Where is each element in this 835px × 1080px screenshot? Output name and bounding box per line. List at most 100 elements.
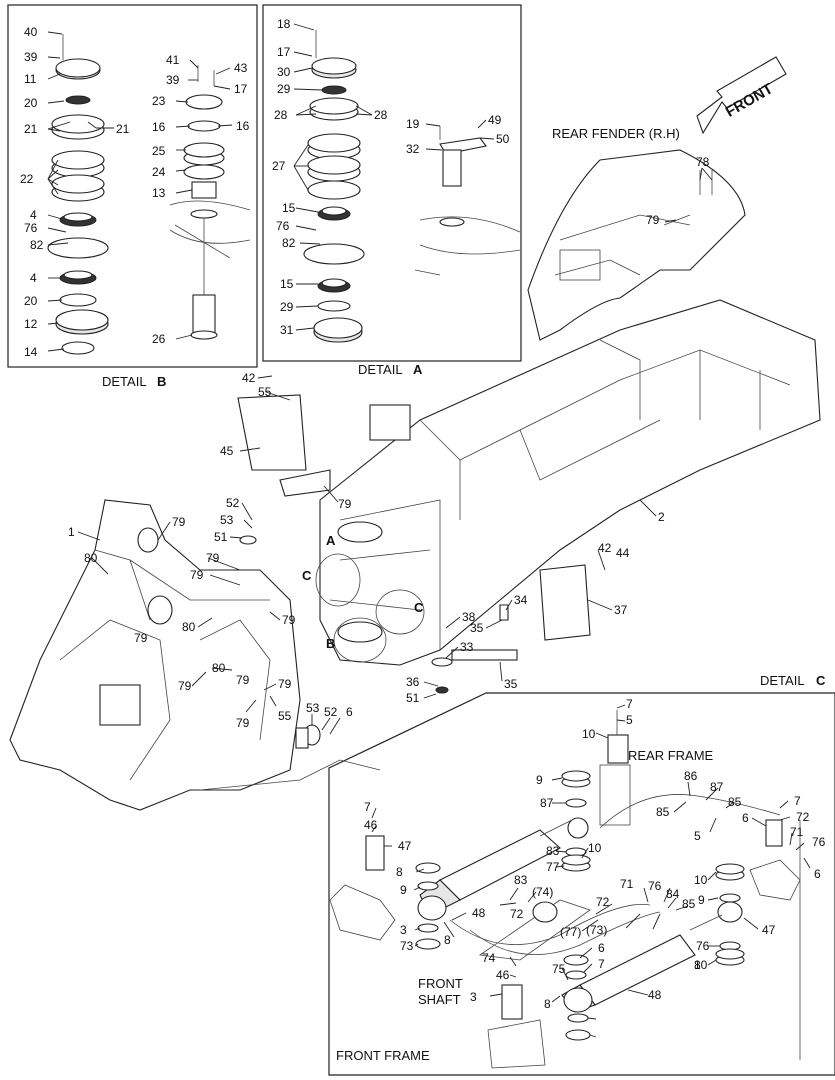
callout-label: 79 bbox=[236, 716, 250, 730]
callout-label: 85 bbox=[682, 897, 696, 911]
callout-label: 7 bbox=[794, 794, 801, 808]
callout-label: 10 bbox=[694, 873, 708, 887]
callout-label: 25 bbox=[152, 144, 166, 158]
callout-label: 71 bbox=[620, 877, 634, 891]
callout-label: 76 bbox=[696, 939, 710, 953]
callout-label: 76 bbox=[276, 219, 290, 233]
callout-label: 72 bbox=[796, 810, 810, 824]
rear-fender-leaders bbox=[664, 167, 713, 223]
callout-label: 72 bbox=[510, 907, 524, 921]
callout-label: 35 bbox=[470, 621, 484, 635]
callout-label: 37 bbox=[614, 603, 628, 617]
callout-label: 86 bbox=[684, 769, 698, 783]
callout-label: 12 bbox=[24, 317, 38, 331]
callout-label: 15 bbox=[282, 201, 296, 215]
callout-label: 40 bbox=[24, 25, 38, 39]
callout-label: 79 bbox=[178, 679, 192, 693]
callout-label: 6 bbox=[598, 941, 605, 955]
callout-label: 9 bbox=[400, 883, 407, 897]
detail-b-parts bbox=[47, 34, 251, 355]
callout-label: 11 bbox=[24, 72, 37, 86]
callout-label: 5 bbox=[626, 713, 633, 727]
callout-label: 51 bbox=[406, 691, 420, 705]
callout-label: 21 bbox=[116, 122, 130, 136]
callout-label: 52 bbox=[324, 705, 338, 719]
front-arrow bbox=[696, 56, 787, 135]
callout-label: 9 bbox=[536, 773, 543, 787]
callout-label: (74) bbox=[532, 885, 553, 899]
callout-label: 8 bbox=[694, 958, 701, 972]
callout-label: 79 bbox=[278, 677, 292, 691]
callout-label: 80 bbox=[182, 620, 196, 634]
callout-label: 22 bbox=[20, 172, 34, 186]
callout-label: 29 bbox=[277, 82, 291, 96]
callout-label: 7 bbox=[364, 800, 371, 814]
callout-label: 6 bbox=[814, 867, 821, 881]
callout-label: 27 bbox=[272, 159, 286, 173]
front-shaft-caption-2: SHAFT bbox=[418, 992, 461, 1007]
callout-label: 28 bbox=[374, 108, 388, 122]
detail-c-leaders bbox=[371, 704, 811, 1038]
detail-c-caption: DETAIL bbox=[760, 673, 805, 688]
callout-label: 32 bbox=[406, 142, 420, 156]
callout-label: 10 bbox=[588, 841, 602, 855]
callout-label: 79 bbox=[134, 631, 148, 645]
callout-label: 83 bbox=[546, 844, 560, 858]
detail-c-caption-letter: C bbox=[816, 673, 826, 688]
detail-b-caption: DETAIL bbox=[102, 374, 147, 389]
callout-label: 26 bbox=[152, 332, 166, 346]
callout-label: 76 bbox=[648, 879, 662, 893]
callout-label: 51 bbox=[214, 530, 228, 544]
callout-label: 13 bbox=[152, 186, 166, 200]
callout-label: 6 bbox=[742, 811, 749, 825]
detail-c-frame bbox=[328, 692, 835, 1076]
callout-label: 4 bbox=[30, 271, 37, 285]
callout-label: 36 bbox=[406, 675, 420, 689]
callout-label: 10 bbox=[694, 958, 708, 972]
callout-label: 3 bbox=[400, 923, 407, 937]
callout-label: 24 bbox=[152, 165, 166, 179]
callout-label: 83 bbox=[514, 873, 528, 887]
front-frame-assembly bbox=[9, 499, 381, 811]
callout-label: 47 bbox=[762, 923, 776, 937]
callout-label: 80 bbox=[84, 551, 98, 565]
callout-label: 15 bbox=[280, 277, 294, 291]
callout-label: 46 bbox=[496, 968, 510, 982]
callout-label: 76 bbox=[24, 221, 38, 235]
callout-label: 9 bbox=[698, 893, 705, 907]
section-marker: C bbox=[302, 568, 312, 583]
callout-label: 48 bbox=[648, 988, 662, 1002]
callout-label: 82 bbox=[282, 236, 296, 250]
detail-a-caption: DETAIL bbox=[358, 362, 403, 377]
callout-label: 5 bbox=[694, 829, 701, 843]
callout-label: 42 bbox=[598, 541, 612, 555]
callout-label: 79 bbox=[190, 568, 204, 582]
front-frame-leaders bbox=[77, 502, 341, 735]
callout-label: 8 bbox=[544, 997, 551, 1011]
front-frame-caption: FRONT FRAME bbox=[336, 1048, 430, 1063]
detail-a-caption-letter: A bbox=[413, 362, 423, 377]
callout-label: 3 bbox=[470, 990, 477, 1004]
callout-label: 21 bbox=[24, 122, 38, 136]
callout-label: 47 bbox=[398, 839, 412, 853]
callout-label: (73) bbox=[586, 923, 607, 937]
detail-a-parts bbox=[303, 30, 521, 343]
callout-label: 42 bbox=[242, 371, 256, 385]
callout-label: 38 bbox=[462, 610, 476, 624]
callout-label: 8 bbox=[396, 865, 403, 879]
detail-b-leaders bbox=[47, 31, 233, 352]
callout-label: 55 bbox=[258, 385, 272, 399]
front-shaft-caption-1: FRONT bbox=[418, 976, 463, 991]
callout-label: 79 bbox=[206, 551, 220, 565]
detail-a-frame bbox=[262, 4, 522, 362]
callout-label: 71 bbox=[790, 825, 804, 839]
callout-label: 77 bbox=[546, 860, 560, 874]
callout-label: 79 bbox=[338, 497, 352, 511]
callout-label: 20 bbox=[24, 96, 38, 110]
callout-label: 4 bbox=[30, 208, 37, 222]
callout-label: 1 bbox=[68, 525, 75, 539]
callout-label: 72 bbox=[596, 895, 610, 909]
callout-label: 28 bbox=[274, 108, 288, 122]
section-marker: C bbox=[414, 600, 424, 615]
